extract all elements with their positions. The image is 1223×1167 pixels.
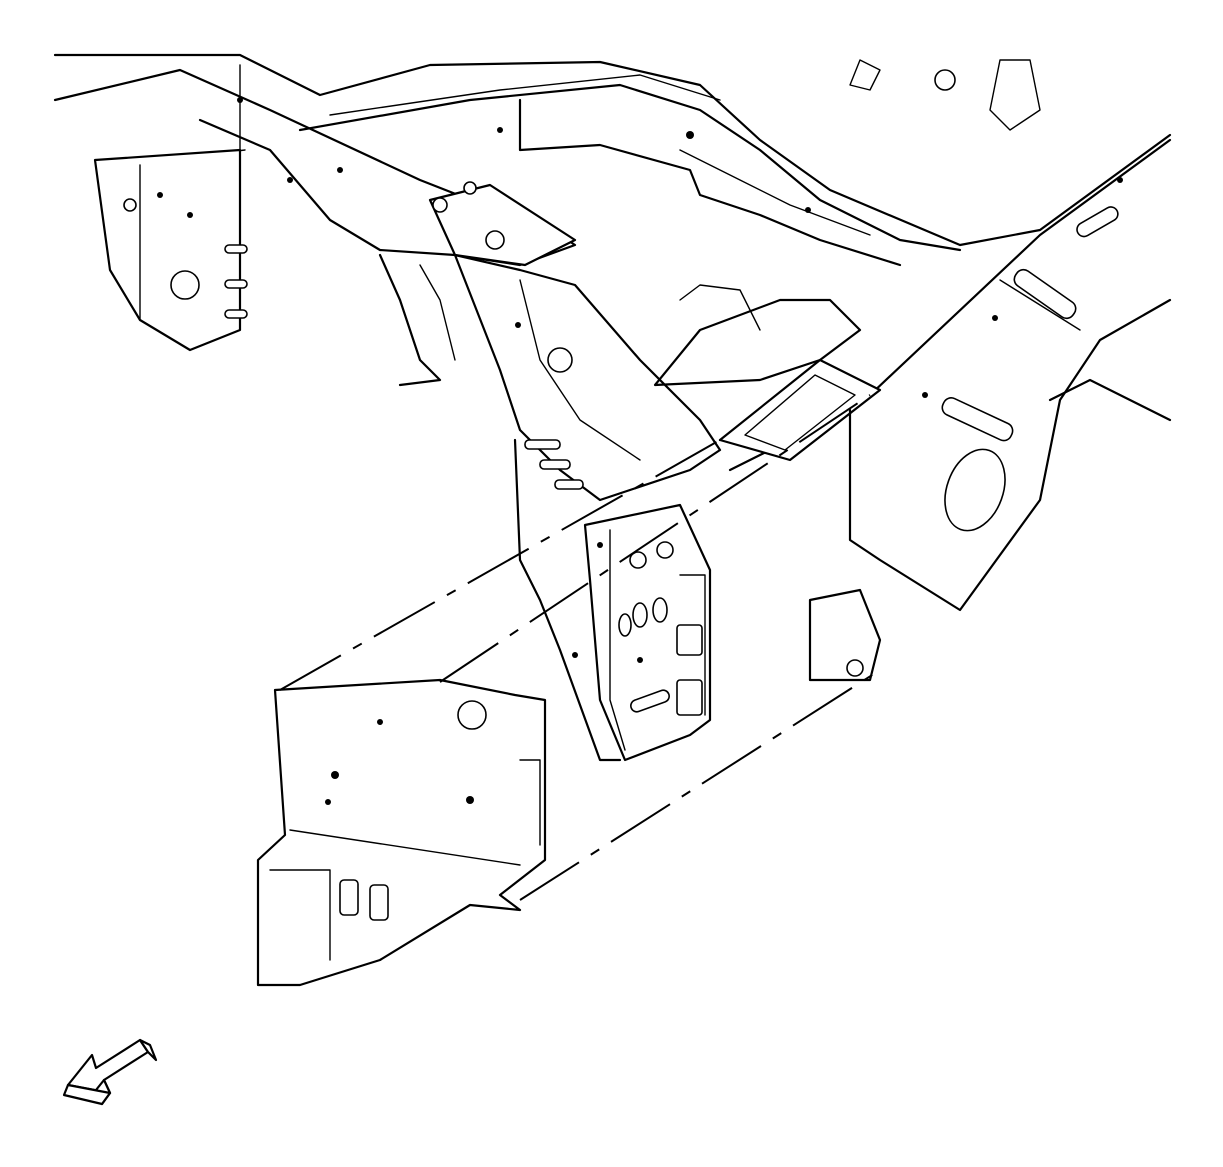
right-side-rail [718,138,1172,682]
rail-extension-panel [583,503,712,762]
direction-arrow-icon [62,1038,158,1106]
left-front-bracket [93,148,248,352]
upper-frame-rail [53,53,1172,387]
center-crossmember [453,253,862,762]
alignment-lines [279,394,881,901]
lower-rail-panel [256,678,547,987]
